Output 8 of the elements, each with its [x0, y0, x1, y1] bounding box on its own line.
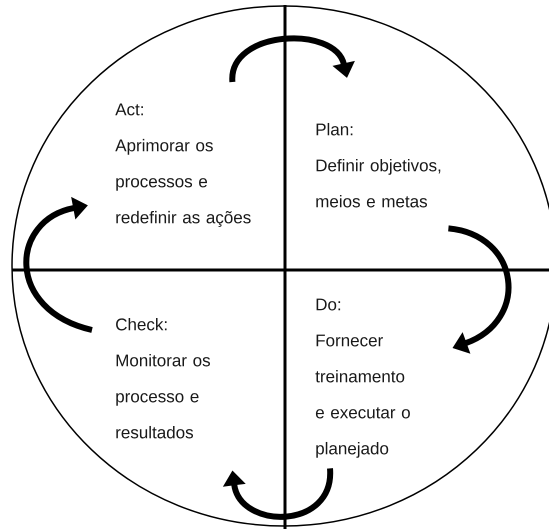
quadrant-text: Check: Monitorar os processo e resultados — [116, 318, 210, 438]
quadrant-text: Act: Aprimorar os processos e redefinir as ações — [115, 104, 251, 227]
curved-arrow — [222, 468, 333, 520]
quadrant-text: Plan: Definir objetivos, meios e metas — [316, 122, 440, 208]
curved-arrow — [448, 225, 512, 354]
curved-arrow — [23, 196, 93, 333]
curved-arrow — [229, 35, 355, 82]
quadrant-text: Do: Fornecer treinamento e executar o planejado — [315, 298, 410, 458]
